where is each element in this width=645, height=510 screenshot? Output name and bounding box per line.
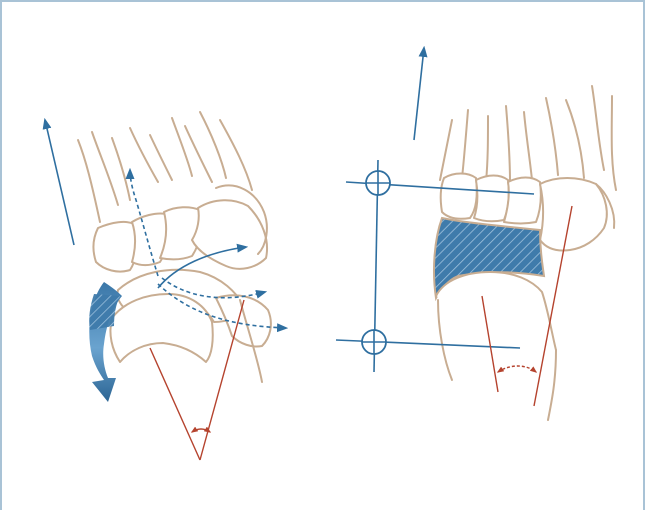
left-distal-carpals [94, 185, 267, 271]
right-panel [336, 48, 616, 420]
left-proximal-bones [110, 270, 270, 382]
pin-circle-icon [362, 330, 386, 354]
pin-circle-icon [366, 171, 390, 195]
right-long-axis-arrow [414, 48, 424, 140]
right-radius [436, 272, 556, 420]
left-panel [45, 112, 286, 460]
left-long-axis-arrow [45, 120, 74, 245]
angle-arc-arrow-icon [498, 366, 536, 372]
